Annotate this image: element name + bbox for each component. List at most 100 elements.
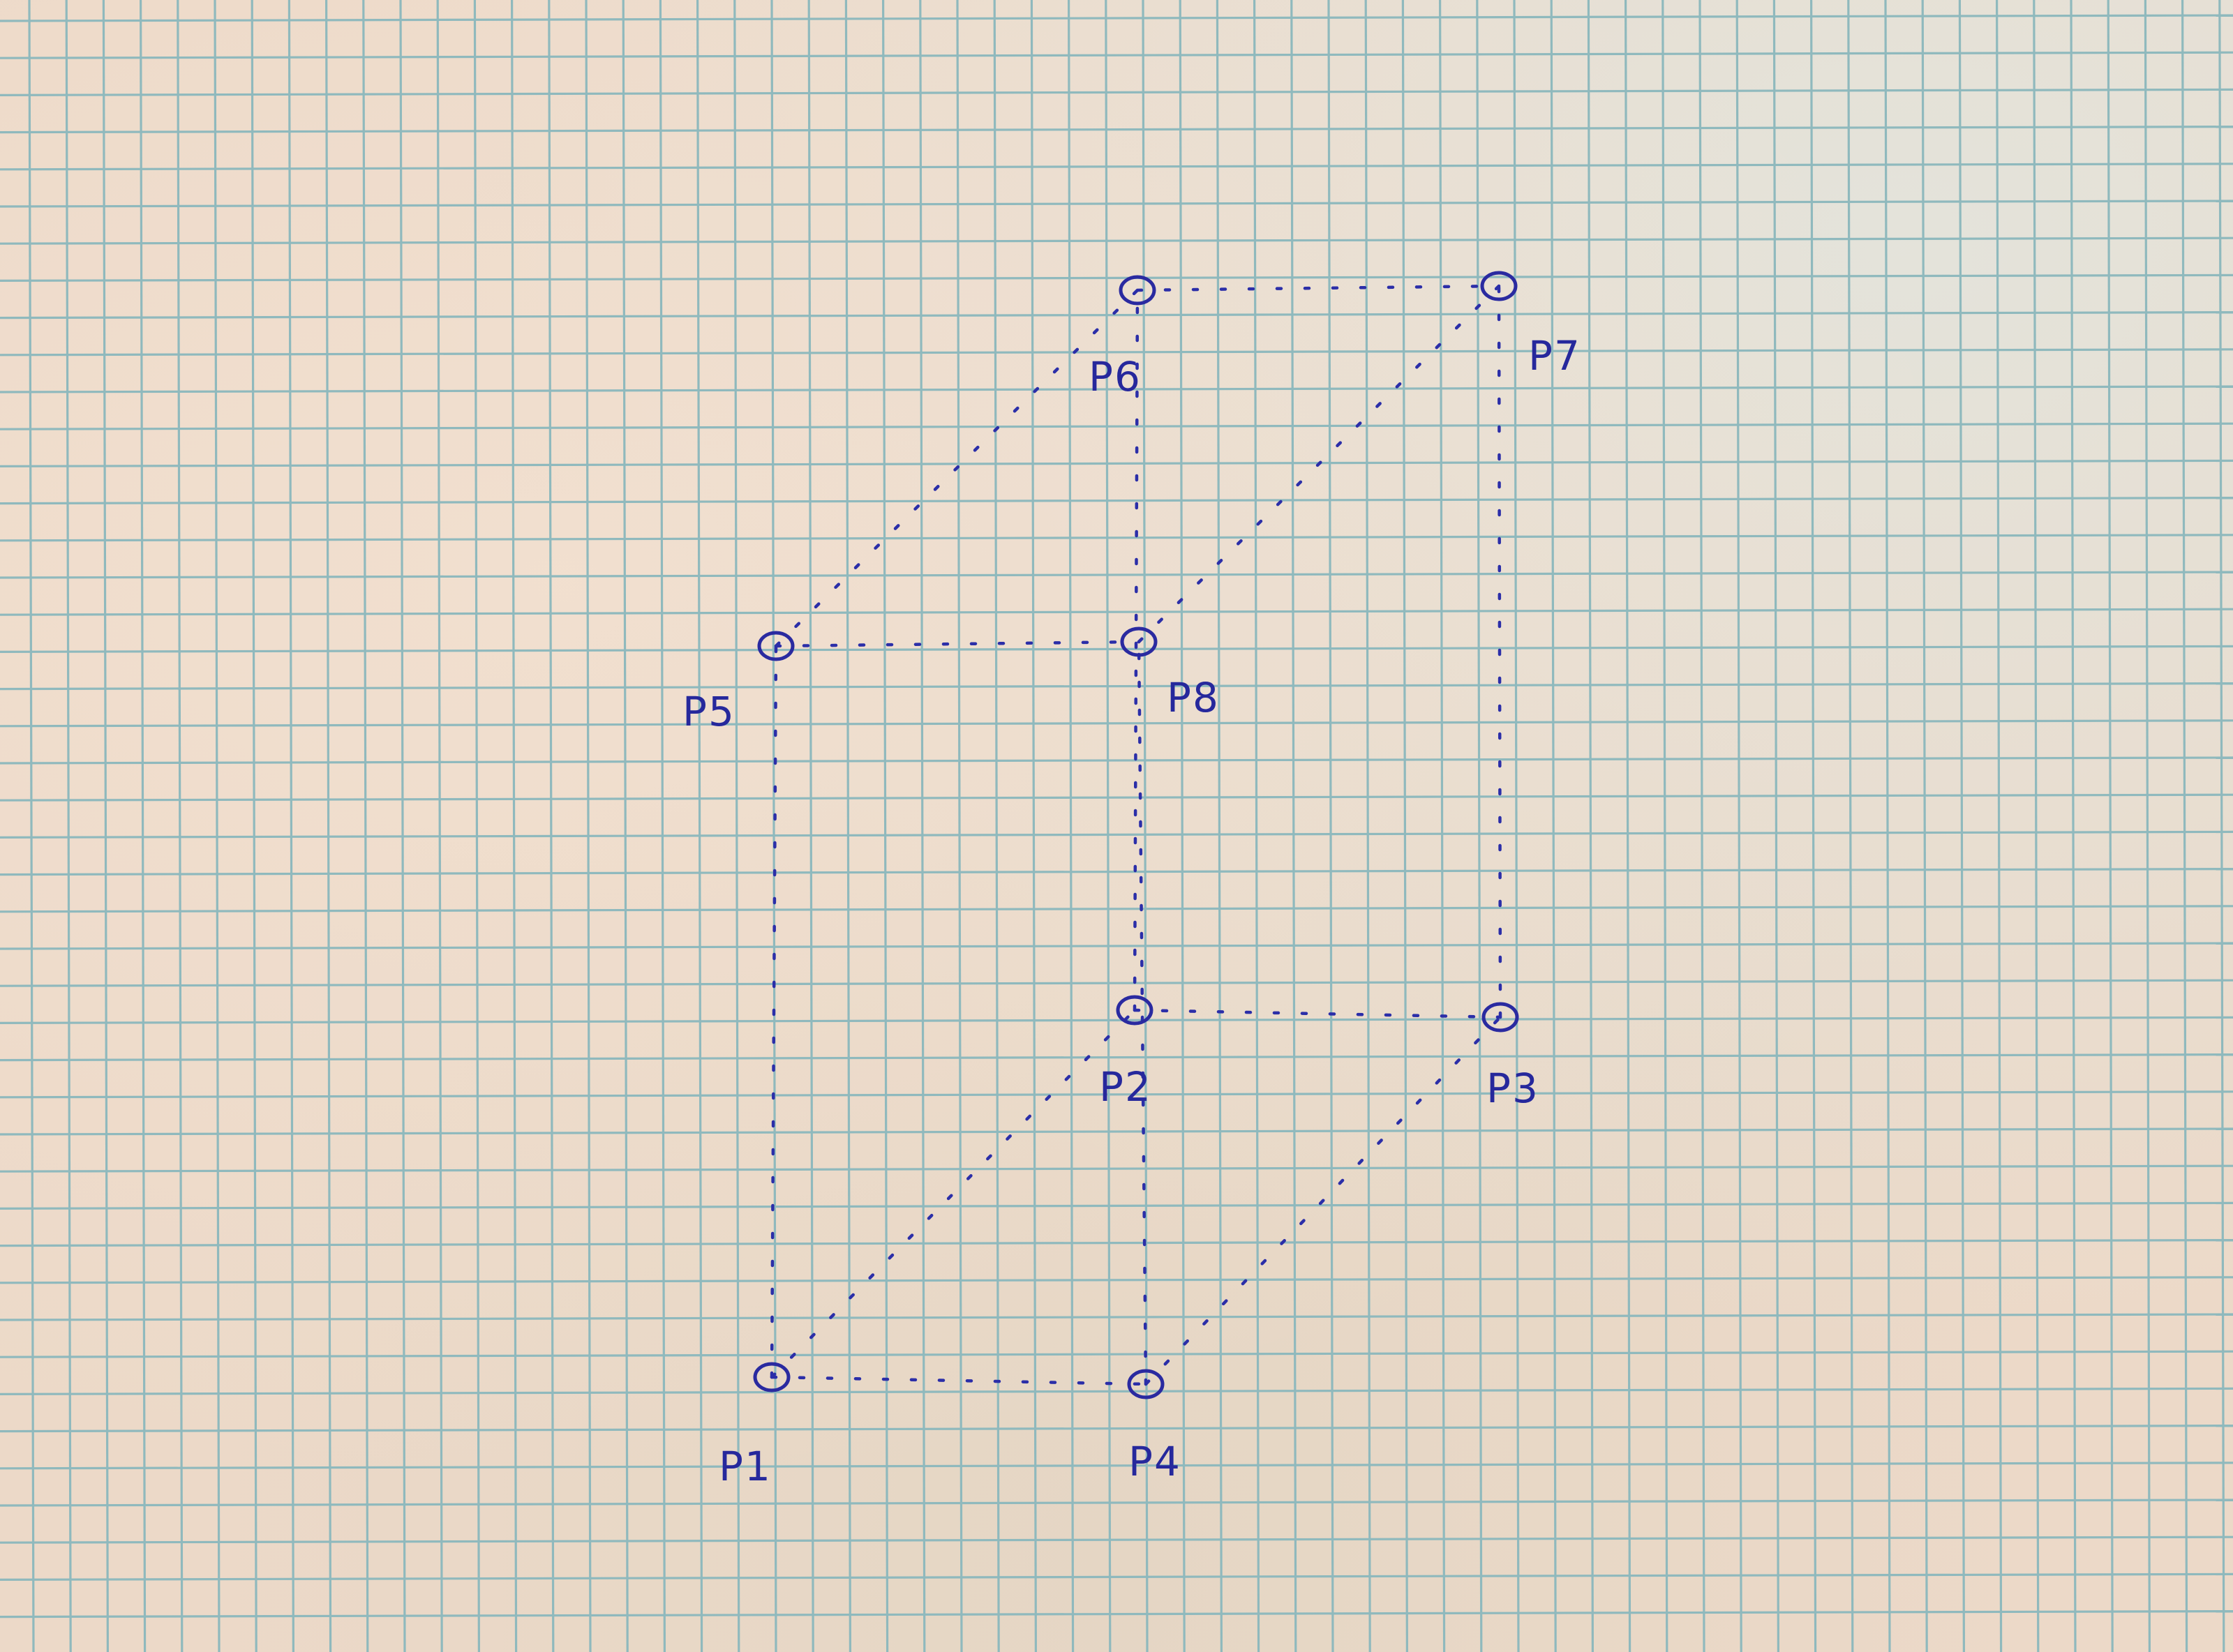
grid-line-horizontal: [0, 719, 2233, 728]
grid-line-vertical: [1364, 0, 1371, 1652]
grid-line-vertical: [1958, 0, 1965, 1652]
grid-line-horizontal: [0, 51, 2233, 59]
grid-line-vertical: [177, 0, 184, 1652]
grid-line-vertical: [436, 0, 443, 1652]
grid-line-horizontal: [0, 126, 2233, 134]
grid-line-vertical: [473, 0, 481, 1652]
grid-line-vertical: [2218, 0, 2225, 1652]
grid-line-horizontal: [0, 1572, 2233, 1581]
grid-line-horizontal: [0, 793, 2233, 802]
grid-line-vertical: [733, 0, 740, 1652]
grid-line-horizontal: [0, 1424, 2233, 1433]
grid-line-horizontal: [0, 1127, 2233, 1136]
vertex-label-p2: P2: [1099, 1063, 1152, 1111]
grid-line-vertical: [881, 0, 889, 1652]
grid-line-horizontal: [0, 1350, 2233, 1358]
grid-line-horizontal: [0, 273, 2233, 282]
grid-line-vertical: [1921, 0, 1928, 1652]
edge-p3-p7: [1497, 284, 1502, 1019]
grid-line-horizontal: [0, 496, 2233, 505]
edge-p4-p8: [1137, 640, 1148, 1386]
grid-line-horizontal: [0, 236, 2233, 245]
grid-line-vertical: [1587, 0, 1594, 1652]
prism-edges: [770, 284, 1502, 1386]
grid-line-vertical: [1661, 0, 1668, 1652]
edge-p4-p3: [1144, 1015, 1502, 1386]
grid-line-horizontal: [0, 1090, 2233, 1099]
grid-line-horizontal: [0, 1387, 2233, 1396]
grid-line-horizontal: [0, 1164, 2233, 1173]
grid-line-horizontal: [0, 1238, 2233, 1247]
vertex-mark-p4: [1127, 1369, 1165, 1399]
grid-line-horizontal: [0, 756, 2233, 765]
grid-line-horizontal: [0, 1610, 2233, 1619]
edge-p5-p6: [774, 288, 1140, 648]
grid-line-vertical: [2181, 0, 2188, 1652]
vertex-mark-p6: [1119, 275, 1156, 306]
grid-line-horizontal: [0, 1499, 2233, 1507]
grid-line-horizontal: [0, 608, 2233, 616]
grid-line-vertical: [1810, 0, 1817, 1652]
grid-line-horizontal: [0, 905, 2233, 913]
grid-line-horizontal: [0, 1201, 2233, 1210]
grid-line-horizontal: [0, 14, 2233, 22]
edge-p1-p5: [770, 644, 778, 1379]
vertex-mark-p7: [1480, 271, 1518, 301]
edge-p2-p3: [1133, 1008, 1502, 1019]
grid-line-horizontal: [0, 645, 2233, 654]
grid-line-horizontal: [0, 1313, 2233, 1321]
grid-line-horizontal: [0, 1053, 2233, 1062]
grid-line-horizontal: [0, 942, 2233, 950]
grid-line-vertical: [770, 0, 777, 1652]
grid-line-vertical: [2144, 0, 2151, 1652]
grid-line-horizontal: [0, 1462, 2233, 1470]
vertex-mark-p3: [1481, 1002, 1519, 1032]
grid-line-horizontal: [0, 385, 2233, 393]
grid-line-vertical: [1550, 0, 1557, 1652]
grid-line-vertical: [1884, 0, 1891, 1652]
grid-line-vertical: [65, 0, 72, 1652]
grid-line-vertical: [399, 0, 406, 1652]
grid-line-horizontal: [0, 200, 2233, 208]
grid-line-vertical: [1439, 0, 1446, 1652]
grid-line-vertical: [1996, 0, 2003, 1652]
grid-line-vertical: [1067, 0, 1075, 1652]
edge-p6-p7: [1135, 284, 1501, 292]
grid-line-horizontal: [0, 979, 2233, 987]
grid-line-vertical: [1142, 0, 1149, 1652]
grid-line-vertical: [1772, 0, 1779, 1652]
grid-line-vertical: [251, 0, 257, 1652]
grid-line-vertical: [1179, 0, 1186, 1652]
vertex-label-p5: P5: [682, 688, 735, 735]
grid-line-vertical: [214, 0, 221, 1652]
grid-line-vertical: [956, 0, 963, 1652]
grid-line-vertical: [1327, 0, 1334, 1652]
grid-line-vertical: [325, 0, 332, 1652]
vertex-mark-p2: [1116, 995, 1153, 1026]
grid-line-vertical: [1476, 0, 1483, 1652]
vertex-label-p3: P3: [1486, 1065, 1539, 1112]
grid-line-vertical: [622, 0, 629, 1652]
grid-line-vertical: [287, 0, 294, 1652]
grid-line-vertical: [362, 0, 369, 1652]
vertex-mark-p1: [753, 1362, 791, 1392]
vertex-label-p7: P7: [1528, 332, 1581, 380]
vertex-mark-p5: [757, 631, 795, 661]
grid-line-vertical: [1401, 0, 1409, 1652]
grid-line-vertical: [2033, 0, 2040, 1652]
grid-line-vertical: [844, 0, 852, 1652]
grid-line-vertical: [548, 0, 555, 1652]
grid-line-vertical: [659, 0, 666, 1652]
edge-p8-p7: [1137, 284, 1501, 644]
grid-line-horizontal: [0, 459, 2233, 468]
vertex-mark-p8: [1120, 626, 1158, 657]
grid-line-horizontal: [0, 1535, 2233, 1544]
grid-line-vertical: [1030, 0, 1038, 1652]
edge-p1-p2: [770, 1008, 1137, 1379]
grid-line-horizontal: [0, 1016, 2233, 1025]
vertex-label-p4: P4: [1128, 1438, 1181, 1485]
